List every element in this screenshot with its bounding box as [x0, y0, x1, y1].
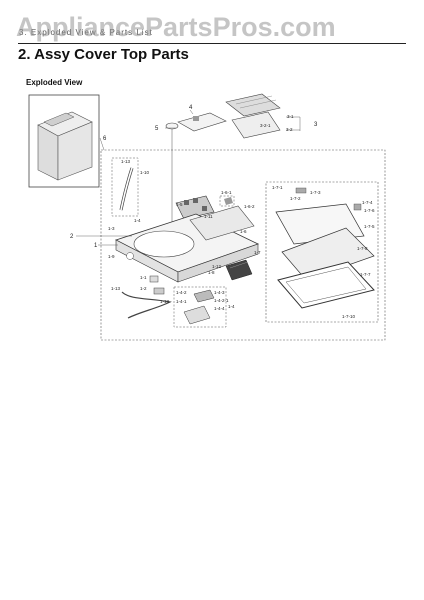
label-1-3: 1-3	[108, 226, 115, 231]
label-1-4: 1-4	[228, 304, 235, 309]
label-1-8: 1-8	[208, 270, 215, 275]
label-1-4-4: 1-4-4	[214, 306, 225, 311]
label-3-2: 3-2	[286, 127, 293, 132]
label-1-7-4: 1-7-4	[362, 200, 373, 205]
label-1-13: 1-13	[160, 299, 170, 304]
label-1-7-1: 1-7-1	[272, 185, 283, 190]
label-1-7-2: 1-7-2	[290, 196, 301, 201]
label-1-4-top: 1-4	[134, 218, 141, 223]
label-1-1: 1-1	[140, 275, 147, 280]
label-1-10: 1-10	[140, 170, 150, 175]
part-1-12-dispenser	[225, 259, 253, 281]
label-3: 3	[314, 122, 318, 128]
label-6: 6	[103, 136, 107, 142]
label-3-1: 3-1	[287, 114, 294, 119]
assembly-1-7-boundary	[265, 181, 379, 323]
label-1-2: 1-2	[140, 286, 147, 291]
label-1-6: 1-6	[240, 229, 247, 234]
label-1-7-8: 1-7-8	[357, 246, 368, 251]
label-1-4-2-1: 1-4-2-1	[214, 298, 229, 303]
label-1-13-wire: 1-13	[111, 286, 121, 291]
section-tag: 3. Exploded View & Parts List	[19, 28, 153, 37]
label-1-7-7: 1-7-7	[360, 272, 371, 277]
label-1-4-2: 1-4-2	[176, 290, 187, 295]
label-1-6-1: 1-6-1	[221, 190, 232, 195]
label-1: 1	[94, 243, 98, 249]
label-3-2-1: 3-2-1	[260, 123, 271, 128]
label-1-5: 1-5	[176, 202, 183, 207]
watermark: AppliancePartsPros.com	[16, 12, 336, 42]
label-1-4-1: 1-4-1	[176, 299, 187, 304]
washer-thumbnail	[28, 94, 100, 188]
label-1-7: 1-7	[254, 250, 261, 255]
label-1-7-3: 1-7-3	[310, 190, 321, 195]
label-2: 2	[70, 234, 74, 240]
label-1-7-6: 1-7-6	[364, 208, 375, 213]
label-1-6-2: 1-6-2	[244, 204, 255, 209]
label-1-13-top: 1-13	[121, 159, 131, 164]
part-4-hinge-cover	[177, 112, 227, 132]
page-title: 2. Assy Cover Top Parts	[18, 46, 189, 63]
part-3-filter-assembly	[225, 93, 281, 139]
label-4: 4	[189, 105, 193, 111]
part-1-1-and-1-2-clips	[149, 275, 165, 295]
part-1-5-switch-group	[175, 195, 215, 220]
part-1-4-lock-assembly	[173, 286, 227, 328]
header-rule	[18, 43, 406, 44]
part-1-13-wire-harness	[121, 291, 172, 319]
part-1-7-lid-assembly	[275, 187, 375, 309]
assembly-1-boundary	[100, 149, 386, 341]
leader-lines	[76, 109, 301, 246]
part-1-top-cover	[114, 205, 260, 283]
label-1-4-3: 1-4-3	[214, 290, 225, 295]
label-1-9: 1-9	[108, 254, 115, 259]
label-5: 5	[155, 126, 159, 132]
part-1-6-control-board	[219, 195, 235, 207]
label-1-7-5: 1-7-5	[364, 224, 375, 229]
label-1-7-10: 1-7-10	[342, 314, 356, 319]
label-1-11: 1-11	[204, 214, 213, 219]
label-1-12: 1-12	[212, 264, 222, 269]
part-1-10-hose	[111, 157, 139, 217]
exploded-view-subtitle: Exploded View	[26, 78, 83, 87]
